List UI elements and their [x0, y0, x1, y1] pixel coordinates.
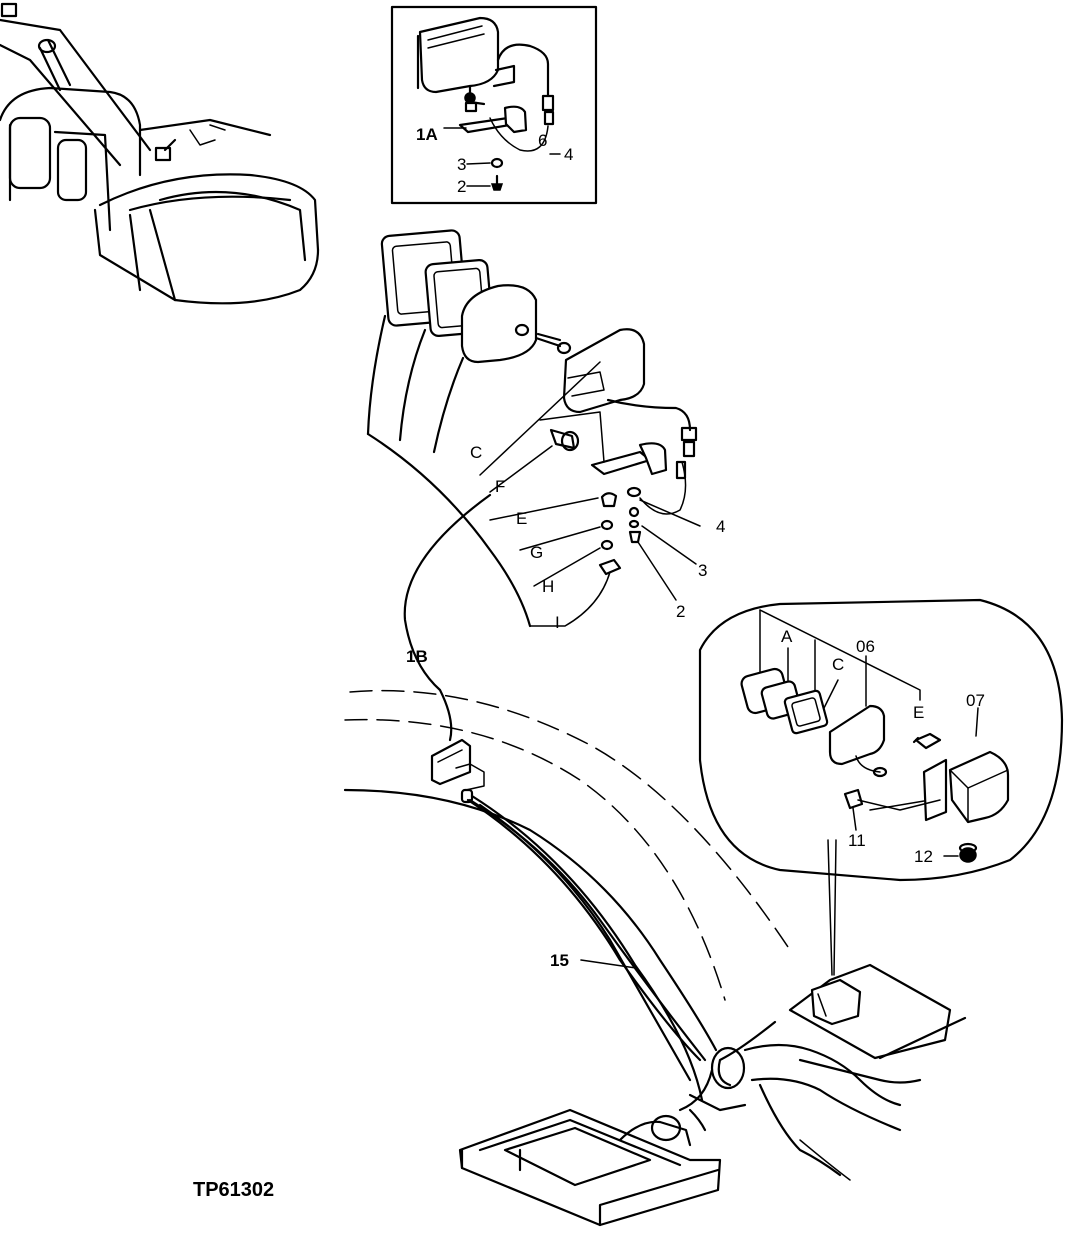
top-inset: 1A 4 6 3 2 — [390, 5, 598, 205]
callout-i-main: I — [555, 613, 560, 632]
callout-2-inset: 2 — [457, 177, 466, 196]
boom-outline — [343, 689, 791, 1082]
callout-3-main: 3 — [698, 561, 707, 580]
lamp-body — [562, 328, 646, 414]
callout-e-oval: E — [913, 703, 924, 722]
oval-inset: A 06 C E 07 11 12 — [698, 598, 1064, 882]
exploded-light-assembly: C F E G H I 4 3 2 — [366, 229, 725, 632]
mount-bracket — [590, 450, 652, 476]
callout-1b: 1B — [406, 647, 428, 666]
inset-work-light — [416, 16, 516, 113]
boom-work-light — [430, 738, 485, 804]
callout-2-main: 2 — [676, 602, 685, 621]
lower-machine — [458, 963, 967, 1227]
callout-e-main: E — [516, 509, 527, 528]
callout-f-main: F — [495, 477, 505, 496]
callout-g-main: G — [530, 543, 543, 562]
callout-12-oval: 12 — [914, 847, 933, 866]
oval-pointer — [827, 839, 833, 976]
callout-3-inset: 3 — [457, 155, 466, 174]
callout-11-oval: 11 — [848, 831, 866, 850]
harness-15: 15 — [466, 794, 704, 1102]
figure-id: TP61302 — [193, 1179, 274, 1201]
callout-15: 15 — [550, 951, 569, 970]
callout-c-main: C — [470, 443, 482, 462]
callout-6-inset: 6 — [538, 131, 547, 150]
callout-1a-inset: 1A — [416, 125, 438, 144]
callout-07-oval: 07 — [966, 691, 985, 710]
inset-frame — [390, 5, 598, 205]
callout-h-main: H — [542, 577, 554, 596]
nut-i — [598, 558, 622, 576]
spacer-e — [600, 492, 618, 508]
lower-work-light — [810, 978, 862, 1026]
wire-1b: 1B — [403, 493, 492, 742]
callout-a-oval: A — [781, 627, 793, 646]
callout-4-inset: 4 — [564, 145, 573, 164]
callout-06-oval: 06 — [856, 637, 875, 656]
callout-4-main: 4 — [716, 517, 725, 536]
inset-lock-washer — [490, 157, 504, 169]
excavator-overview — [0, 2, 320, 305]
lamp-housing — [460, 284, 538, 364]
callout-c-oval: C — [832, 655, 844, 674]
